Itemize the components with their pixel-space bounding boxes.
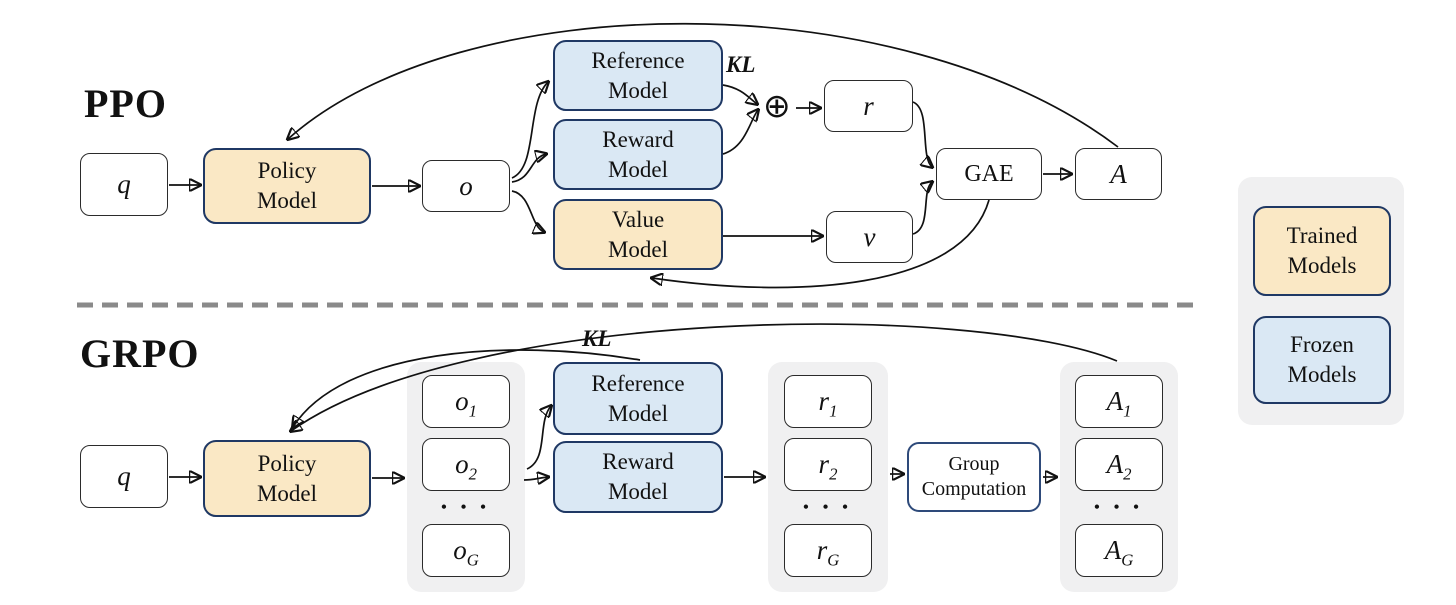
ellipsis-dots: • • •: [1094, 499, 1144, 516]
ppo-output-label: o: [459, 170, 473, 201]
grpo-reward-2-label: r: [818, 449, 830, 479]
grpo-output-g-label: o: [453, 535, 467, 565]
ppo-gae-label: GAE: [964, 160, 1014, 187]
grpo-outputs-group: o1 o2 • • • oG: [407, 362, 525, 592]
legend-frozen-models-box: Frozen Models: [1253, 316, 1391, 404]
ppo-value-estimate-label: v: [863, 221, 876, 252]
grpo-reference-model-label: Reference Model: [591, 370, 685, 426]
ppo-policy-model-label: Policy Model: [256, 158, 318, 213]
grpo-advantage-g-box: AG: [1075, 524, 1163, 577]
ppo-section-title: PPO: [84, 81, 167, 126]
grpo-advantage-1-box: A1: [1075, 375, 1163, 428]
ppo-query-label: q: [117, 169, 131, 199]
ellipsis-dots: • • •: [803, 499, 853, 516]
arrow-ppo-o-to-reference: [511, 82, 548, 179]
ppo-advantage-label: A: [1110, 158, 1127, 189]
arrow-grpo-outputs-to-reference: [526, 406, 551, 470]
grpo-advantage-2-label: A: [1106, 449, 1124, 479]
grpo-rewards-group: r1 r2 • • • rG: [768, 362, 888, 592]
grpo-output-1-label: o: [455, 386, 469, 416]
ppo-output-box: o: [422, 160, 510, 212]
grpo-output-1-box: o1: [422, 375, 510, 428]
grpo-policy-model-box: Policy Model: [203, 440, 371, 517]
grpo-reference-model-box: Reference Model: [553, 362, 723, 435]
legend-trained-models-box: Trained Models: [1253, 206, 1391, 296]
ppo-reward-value-label: r: [863, 90, 874, 121]
grpo-output-2-box: o2: [422, 438, 510, 491]
ppo-gae-box: GAE: [936, 148, 1042, 200]
legend-frozen-models-label: Frozen Models: [1287, 332, 1357, 387]
ppo-reference-model-label: Reference Model: [591, 47, 685, 103]
arrow-ppo-reference-to-plus: [722, 84, 757, 104]
ppo-value-model-label: Value Model: [607, 206, 669, 262]
ppo-reward-model-box: Reward Model: [553, 119, 723, 190]
ppo-query-box: q: [80, 153, 168, 216]
grpo-reward-2-box: r2: [784, 438, 872, 491]
arrow-grpo-outputs-to-reward: [523, 477, 548, 480]
grpo-reward-1-label: r: [818, 386, 830, 416]
grpo-reward-model-label: Reward Model: [602, 449, 674, 504]
plus-circle-icon: ⊕: [763, 89, 791, 125]
ppo-reference-model-box: Reference Model: [553, 40, 723, 111]
legend: Trained Models Frozen Models: [1238, 177, 1404, 425]
ellipsis-dots: • • •: [441, 499, 491, 516]
ppo-policy-model-box: Policy Model: [203, 148, 371, 224]
arrow-ppo-v-to-gae: [912, 182, 932, 235]
grpo-group-computation-label: Group Computation: [921, 453, 1027, 500]
ppo-kl-label: KL: [726, 52, 756, 77]
grpo-advantage-2-box: A2: [1075, 438, 1163, 491]
grpo-section-title: GRPO: [80, 331, 200, 376]
grpo-advantage-g-label: A: [1104, 535, 1122, 565]
arrow-ppo-r-to-gae: [912, 101, 932, 167]
ppo-reward-value-box: r: [824, 80, 913, 132]
grpo-reward-g-label: r: [816, 535, 828, 565]
ppo-advantage-box: A: [1075, 148, 1162, 200]
ppo-reward-model-label: Reward Model: [602, 126, 674, 182]
grpo-advantages-group: A1 A2 • • • AG: [1060, 362, 1178, 592]
grpo-kl-label: KL: [582, 326, 612, 351]
grpo-reward-model-box: Reward Model: [553, 441, 723, 513]
ppo-value-model-box: Value Model: [553, 199, 723, 270]
legend-trained-models-label: Trained Models: [1286, 223, 1358, 278]
grpo-query-box: q: [80, 445, 168, 508]
arrow-ppo-reward-to-plus: [722, 110, 758, 155]
grpo-reward-1-box: r1: [784, 375, 872, 428]
grpo-output-g-box: oG: [422, 524, 510, 577]
arrow-ppo-o-to-value: [511, 190, 544, 232]
grpo-reward-g-box: rG: [784, 524, 872, 577]
grpo-output-2-label: o: [455, 449, 469, 479]
grpo-policy-model-label: Policy Model: [256, 450, 318, 506]
grpo-advantage-1-label: A: [1106, 386, 1124, 416]
arrow-ppo-o-to-reward: [511, 154, 546, 183]
grpo-group-computation-box: Group Computation: [907, 442, 1041, 512]
grpo-query-label: q: [117, 461, 131, 491]
ppo-value-estimate-box: v: [826, 211, 913, 263]
